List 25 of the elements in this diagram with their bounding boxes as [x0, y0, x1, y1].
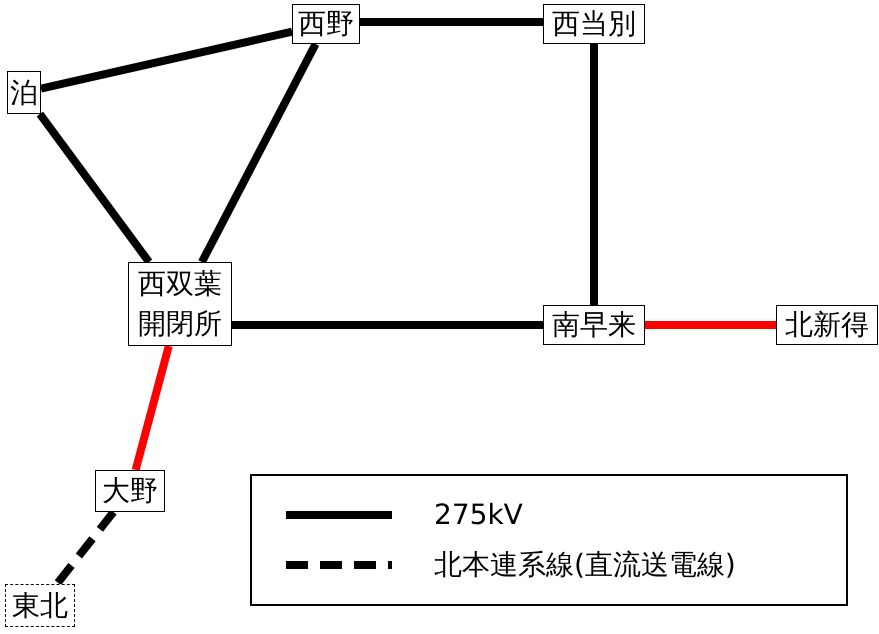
station-label: 西当別: [551, 6, 637, 42]
station-label: 東北: [11, 588, 69, 624]
power-line: [132, 344, 173, 472]
legend-label: 275kV: [434, 497, 523, 533]
dashed-line: [54, 510, 117, 586]
power-line: [40, 28, 293, 93]
station-label: 西野: [297, 6, 355, 42]
power-line: [198, 42, 320, 264]
power-line: [645, 321, 776, 329]
station-box: [95, 470, 165, 512]
station-label: 北新得: [784, 307, 870, 343]
power-line: [36, 112, 152, 264]
power-line: [232, 321, 543, 329]
station-label: 西双葉開閉所: [137, 266, 223, 342]
station-box: [776, 305, 878, 345]
station-box: [543, 305, 645, 345]
power-line: [360, 18, 543, 26]
station-box: [128, 262, 232, 346]
station-label: 泊: [9, 74, 39, 110]
station-box: [543, 4, 645, 44]
legend-label: 北本連系線(直流送電線): [434, 547, 736, 583]
power-line: [590, 44, 598, 305]
station-box: [5, 584, 75, 627]
station-label: 大野: [101, 473, 159, 509]
station-label: 南早来: [551, 307, 637, 343]
